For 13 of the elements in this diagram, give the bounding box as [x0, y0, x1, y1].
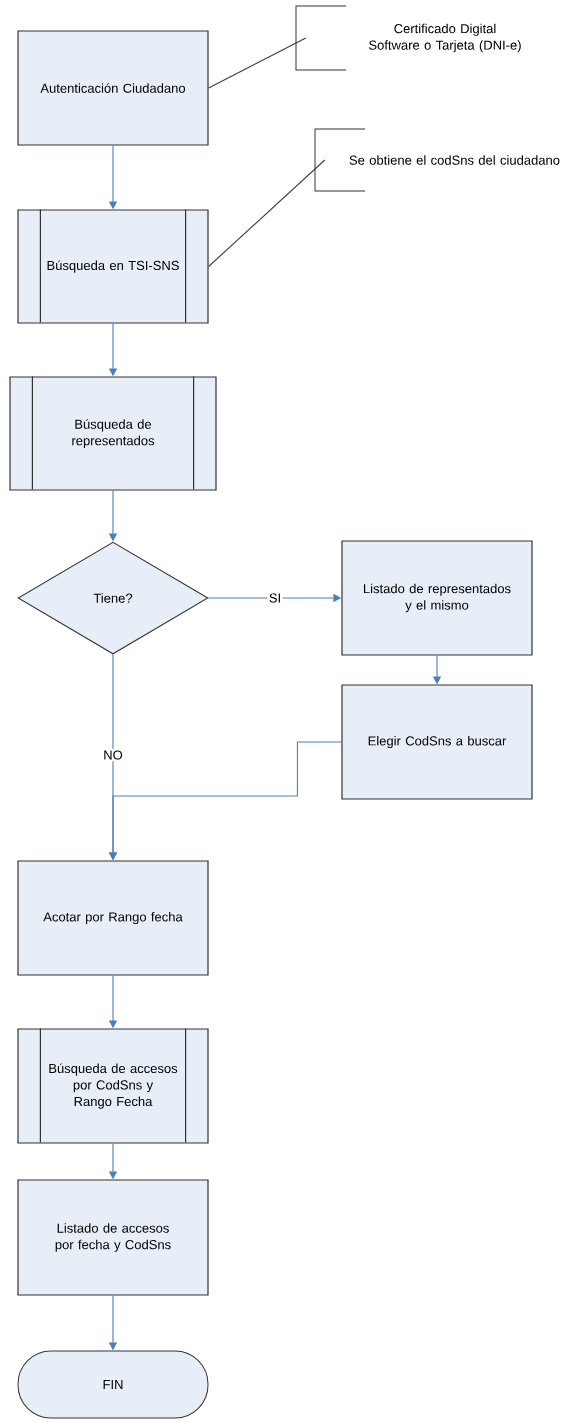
process-box: Acotar por Rango fecha: [17, 860, 209, 976]
subprocess-box: Búsqueda de representados: [9, 376, 217, 491]
subprocess-box: Búsqueda en TSI-SNS: [17, 209, 209, 324]
annotation-bracket: Se obtiene el codSns del ciudadano: [314, 128, 560, 192]
process-box: Elegir CodSns a buscar: [341, 684, 533, 800]
annotation-bracket: Certificado Digital Software o Tarjeta (DNI-e): [295, 5, 521, 71]
process-box: Autenticación Ciudadano: [17, 30, 209, 146]
process-box: Listado de accesos por fecha y CodSns: [17, 1179, 209, 1296]
subprocess-box: Búsqueda de accesos por CodSns y Rango Fecha: [17, 1028, 209, 1144]
process-box: Listado de representados y el mismo: [341, 540, 533, 656]
leader-line: [208, 159, 326, 268]
leader-line: [208, 37, 307, 89]
terminator-box: FIN: [17, 1350, 209, 1419]
